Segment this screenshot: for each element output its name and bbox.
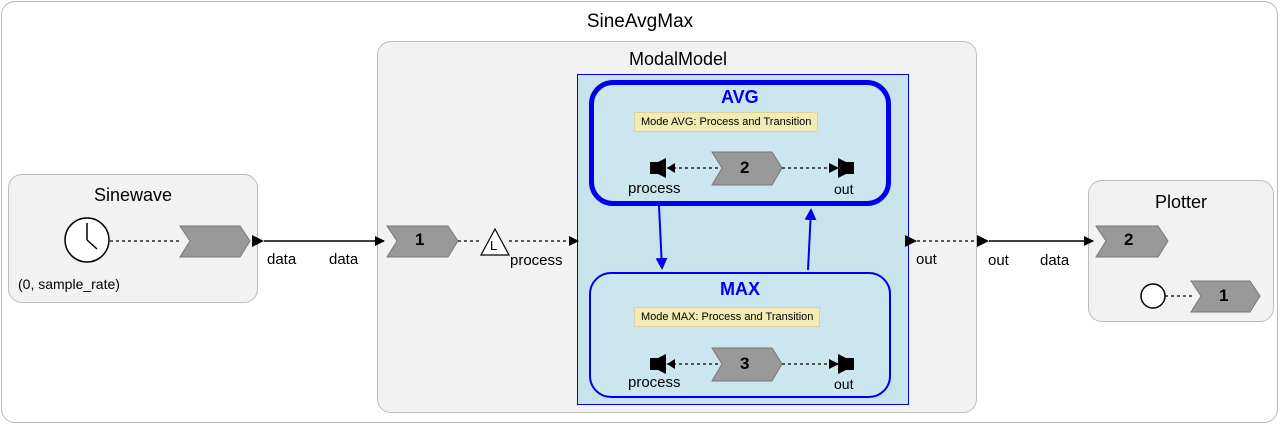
modalmodel-out-label: out: [988, 252, 1009, 269]
state-max-name: MAX: [720, 279, 760, 299]
modalmodel-output-port: [905, 235, 917, 247]
modalmodel-title: ModalModel: [628, 49, 728, 69]
modalmodel-input-port: [386, 225, 459, 258]
avg-index: 2: [740, 158, 750, 177]
max-index-port: [711, 347, 783, 382]
transition-triangle-icon: [479, 227, 511, 256]
plotter-data-port: [1095, 225, 1169, 258]
avg-process-label: process: [628, 180, 681, 197]
max-out-label: out: [834, 376, 854, 392]
sinewave-param-label: (0, sample_rate): [18, 276, 120, 292]
transition-avg-to-max: [655, 205, 668, 270]
plotter-data-index: 2: [1124, 230, 1134, 249]
avg-index-port: [711, 151, 783, 186]
state-avg[interactable]: [589, 80, 891, 206]
modalmodel-in-index: 1: [415, 230, 425, 249]
max-process-label: process: [628, 374, 681, 391]
clock-icon: [64, 217, 110, 263]
max-process-port: [650, 354, 666, 374]
sinewave-out-label: data: [267, 251, 297, 268]
plotter-trigger-circle: [1140, 283, 1166, 309]
state-max-note: Mode MAX: Process and Transition: [634, 307, 821, 327]
modalmodel-out-internal-label: out: [916, 251, 937, 268]
transition-icon-letter: L: [490, 238, 498, 253]
plotter-title: Plotter: [1154, 192, 1208, 212]
plotter-trigger-index: 1: [1219, 286, 1229, 305]
plotter-in-label: data: [1040, 252, 1070, 269]
sinewave-title: Sinewave: [93, 185, 173, 205]
max-out-port: [838, 354, 854, 374]
transition-max-to-avg: [804, 208, 817, 271]
avg-out-label: out: [834, 181, 854, 197]
plotter-trigger-port: [1190, 280, 1261, 313]
diagram-title: SineAvgMax: [586, 11, 694, 32]
modalmodel-process-label: process: [510, 252, 563, 269]
state-avg-note: Mode AVG: Process and Transition: [634, 112, 819, 132]
max-index: 3: [740, 354, 750, 373]
sinewave-output-port: [179, 225, 251, 258]
avg-process-port: [650, 158, 666, 178]
avg-out-port: [838, 158, 854, 178]
modalmodel-in-label: data: [329, 251, 359, 268]
state-avg-name: AVG: [721, 87, 759, 107]
